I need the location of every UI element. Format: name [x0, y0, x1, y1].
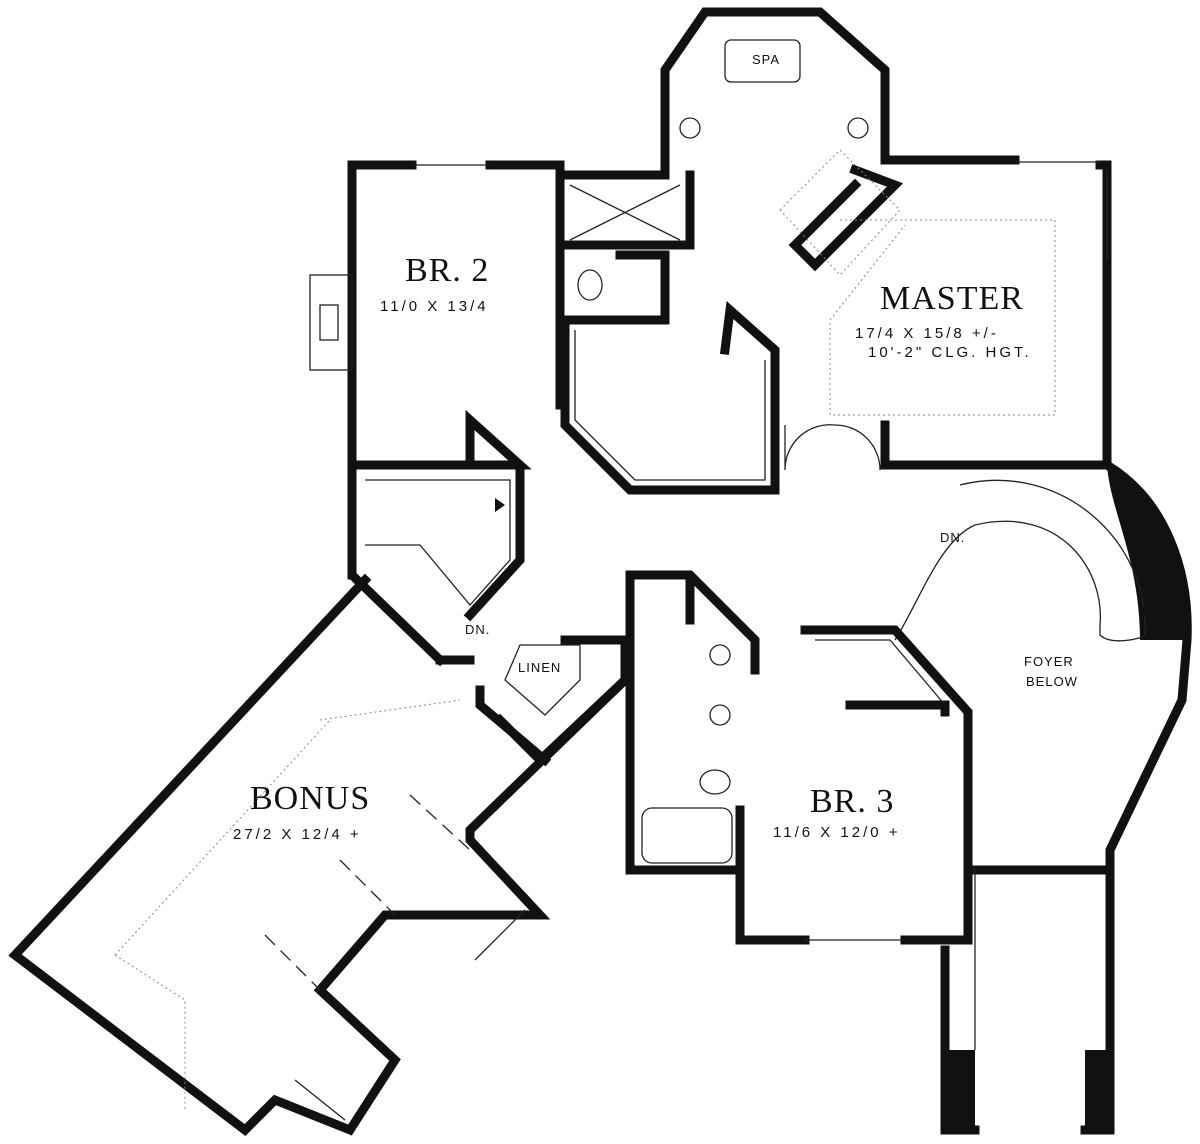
br3-label: BR. 3 [810, 783, 895, 820]
stair-dn-right: DN. [940, 530, 966, 545]
toilet-icon [699, 769, 731, 795]
bathtub-icon [641, 807, 733, 864]
bath-wall [555, 155, 695, 325]
foyer-label-2: BELOW [1026, 674, 1078, 689]
master-ceiling: 10'-2" CLG. HGT. [868, 344, 1032, 361]
toilet-icon [577, 269, 603, 301]
br3-size: 11/6 X 12/0 + [773, 824, 901, 841]
bonus-size: 27/2 X 12/4 + [233, 826, 362, 843]
stair-dn-left: DN. [465, 622, 491, 637]
br3-wall [735, 625, 983, 945]
sink-icon [679, 117, 701, 139]
master-closet-wall [788, 164, 904, 272]
linen-wall [435, 635, 630, 767]
sink-icon [847, 117, 869, 139]
linen-label: LINEN [518, 660, 562, 675]
spa-tub [724, 39, 801, 83]
bonus-label: BONUS [250, 780, 371, 817]
tray-ceiling [829, 219, 1056, 416]
master-size: 17/4 X 15/8 +/- [855, 325, 999, 342]
curved-stair [959, 479, 1146, 642]
br2-top-wall [485, 160, 565, 410]
closet-wall [560, 300, 780, 495]
sink-icon [709, 644, 731, 666]
spa-label: SPA [752, 52, 781, 67]
sink-icon [709, 704, 731, 726]
bonus-roofline [114, 699, 461, 1110]
br2-closet-wall [347, 409, 532, 470]
br2-size: 11/0 X 13/4 [380, 298, 489, 315]
bath3-wall [625, 570, 760, 875]
spa-bay-wall [660, 7, 890, 165]
fireplace [309, 274, 353, 371]
master-label: MASTER [880, 280, 1024, 317]
foyer-label-1: FOYER [1024, 654, 1074, 669]
left-stair [365, 479, 511, 606]
br2-label: BR. 2 [405, 252, 490, 289]
bonus-wall [8, 573, 632, 1136]
left-stair-wall [347, 465, 525, 622]
